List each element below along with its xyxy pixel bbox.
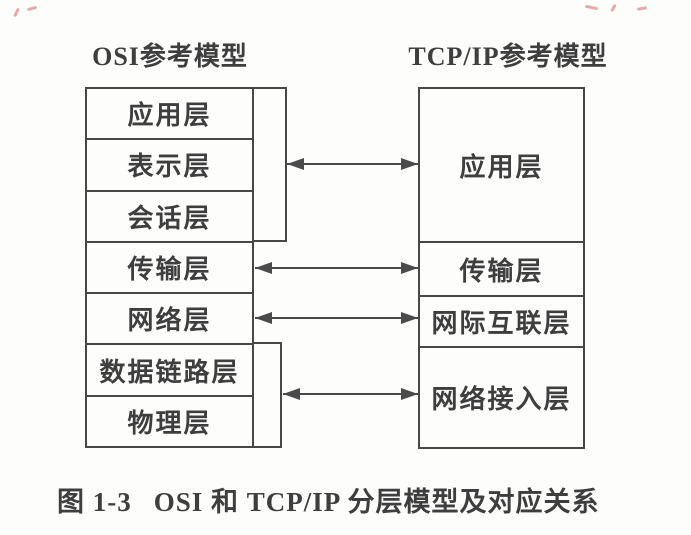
osi-layer-session: 会话层: [87, 192, 252, 243]
osi-lower-layers-group-bracket: [252, 342, 282, 448]
layer-label: 应用层: [127, 101, 212, 131]
tcpip-layer-transport: 传输层: [420, 243, 583, 297]
osi-model-title: OSI参考模型: [92, 42, 248, 71]
tcpip-layer-stack: 应用层 传输层 网际互联层 网络接入层: [418, 87, 585, 449]
tcpip-layer-network-access: 网络接入层: [420, 348, 583, 447]
red-pen-mark: [636, 6, 648, 11]
layer-label: 网际互联层: [431, 309, 572, 338]
tcpip-model-title: TCP/IP参考模型: [408, 42, 608, 71]
osi-layer-application: 应用层: [87, 89, 252, 141]
red-pen-mark: [584, 4, 599, 11]
osi-layer-transport: 传输层: [87, 243, 252, 295]
osi-layer-presentation: 表示层: [87, 140, 252, 192]
red-pen-mark: [13, 7, 20, 18]
osi-layer-physical: 物理层: [87, 397, 252, 446]
layer-label: 表示层: [127, 152, 212, 182]
layer-label: 网络层: [127, 306, 212, 336]
layer-label: 应用层: [459, 152, 544, 182]
red-pen-mark: [610, 3, 617, 13]
figure-caption: 图 1-3 OSI 和 TCP/IP 分层模型及对应关系: [57, 480, 600, 519]
osi-layer-stack: 应用层 表示层 会话层 传输层 网络层 数据链路层 物理层: [85, 87, 254, 448]
double-arrow-transport-mapping: [255, 262, 418, 274]
layer-label: 传输层: [127, 254, 212, 284]
figure-caption-label: 图 1-3: [57, 487, 132, 517]
double-arrow-application-mapping: [287, 158, 418, 170]
layer-label: 数据链路层: [99, 357, 240, 387]
figure-caption-text: OSI 和 TCP/IP 分层模型及对应关系: [153, 487, 600, 517]
osi-upper-layers-group-bracket: [252, 87, 287, 242]
osi-layer-datalink: 数据链路层: [87, 345, 252, 397]
double-arrow-network-internet-mapping: [255, 312, 418, 324]
layer-label: 传输层: [459, 256, 544, 286]
layer-label: 网络接入层: [431, 385, 572, 414]
osi-layer-network: 网络层: [87, 294, 252, 346]
layer-label: 物理层: [127, 408, 212, 438]
double-arrow-network-access-mapping: [283, 388, 418, 400]
tcpip-layer-internet: 网际互联层: [420, 297, 583, 348]
tcpip-layer-application: 应用层: [420, 89, 583, 243]
layer-label: 会话层: [127, 203, 212, 233]
red-pen-mark: [26, 5, 38, 12]
